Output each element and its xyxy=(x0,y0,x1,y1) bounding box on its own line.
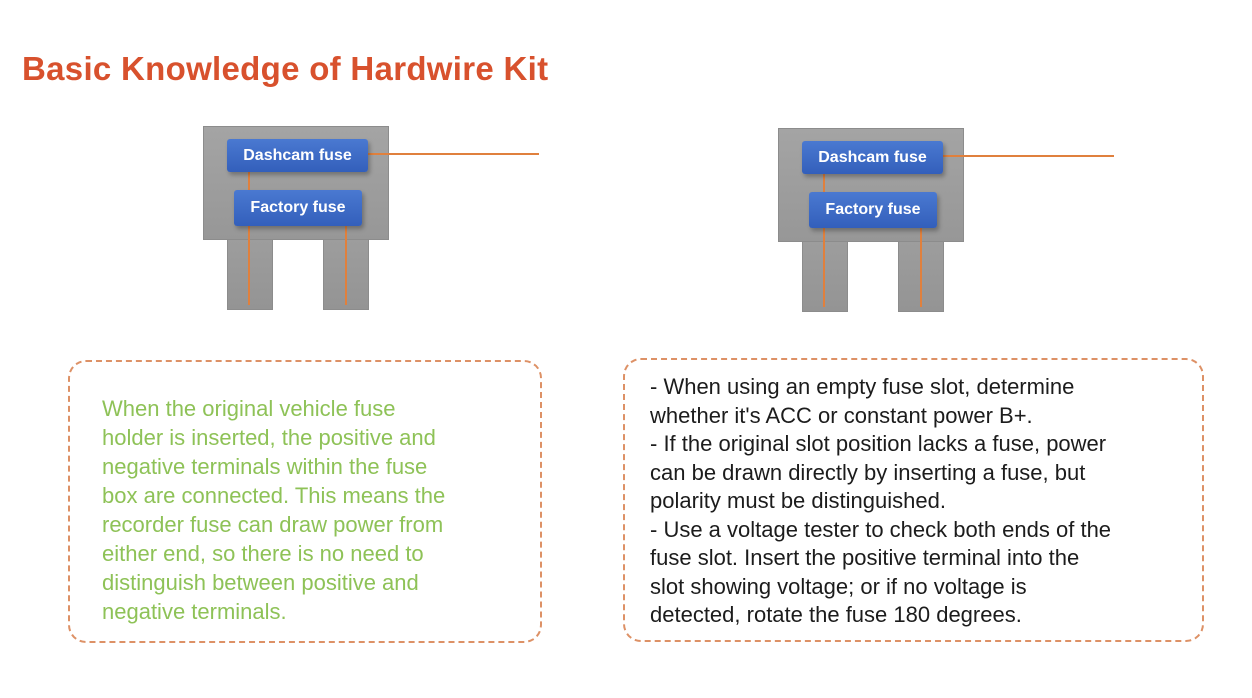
note-line: recorder fuse can draw power from xyxy=(102,512,444,537)
note-text-left: When the original vehicle fuse holder is… xyxy=(102,394,445,626)
note-text-right: - When using an empty fuse slot, determi… xyxy=(650,373,1111,630)
dashcam-fuse-label: Dashcam fuse xyxy=(802,141,943,174)
note-box-right: - When using an empty fuse slot, determi… xyxy=(623,358,1204,642)
note-line: slot showing voltage; or if no voltage i… xyxy=(650,573,1027,599)
note-line: polarity must be distinguished. xyxy=(650,488,946,513)
note-box-left: When the original vehicle fuse holder is… xyxy=(68,360,542,643)
note-line: - If the original slot position lacks a … xyxy=(650,431,1107,456)
note-line: either end, so there is no need to xyxy=(102,541,424,566)
note-line: - When using an empty fuse slot, determi… xyxy=(650,374,1075,399)
factory-wire-line xyxy=(345,224,347,305)
output-wire-line xyxy=(367,153,539,155)
note-line: negative terminals. xyxy=(102,599,287,624)
note-line: distinguish between positive and xyxy=(102,570,419,595)
note-line: negative terminals within the fuse xyxy=(102,454,428,479)
factory-wire-line xyxy=(920,226,922,307)
page-title: Basic Knowledge of Hardwire Kit xyxy=(22,50,549,88)
fuse-leg-left xyxy=(802,242,848,312)
output-wire-line xyxy=(942,155,1114,157)
fuse-diagram-right: Dashcam fuse Factory fuse xyxy=(778,128,1123,316)
factory-fuse-label: Factory fuse xyxy=(809,192,937,228)
note-line: - Use a voltage tester to check both end… xyxy=(650,516,1112,542)
note-line: whether it's ACC or constant power B+. xyxy=(650,402,1033,428)
factory-fuse-label: Factory fuse xyxy=(234,190,362,226)
note-line: can be drawn directly by inserting a fus… xyxy=(650,459,1086,485)
fuse-leg-left xyxy=(227,240,273,310)
dashcam-wire-line xyxy=(248,172,250,305)
note-line: When the original vehicle fuse xyxy=(102,396,396,421)
note-line: box are connected. This means the xyxy=(102,483,446,508)
dashcam-fuse-label: Dashcam fuse xyxy=(227,139,368,172)
note-line: fuse slot. Insert the positive terminal … xyxy=(650,545,1080,570)
note-line: detected, rotate the fuse 180 degrees. xyxy=(650,602,1022,627)
dashcam-wire-line xyxy=(823,174,825,307)
fuse-diagram-left: Dashcam fuse Factory fuse xyxy=(203,126,548,314)
note-line: holder is inserted, the positive and xyxy=(102,425,436,450)
